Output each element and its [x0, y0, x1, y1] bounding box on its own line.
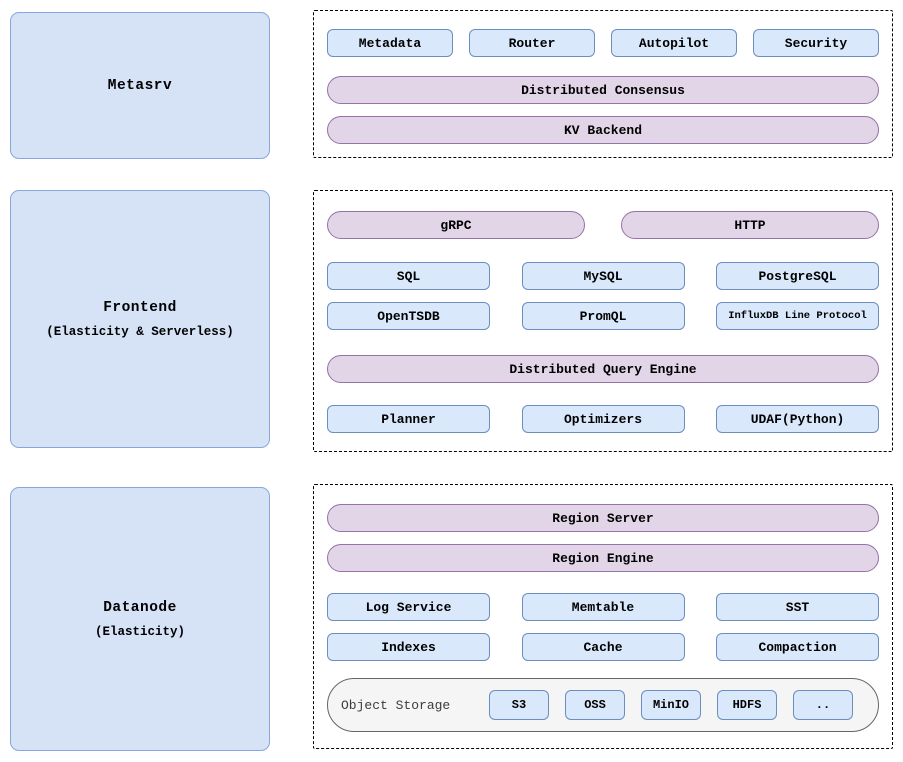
- object-storage-providers: S3 OSS MinIO HDFS ..: [489, 690, 853, 720]
- frontend-query-row-2: OpenTSDB PromQL InfluxDB Line Protocol: [327, 302, 879, 330]
- datanode-panel: Region Server Region Engine Log Service …: [313, 484, 893, 749]
- node-cache: Cache: [521, 633, 685, 661]
- node-log-service: Log Service: [327, 593, 490, 621]
- datanode-components-row-2: Indexes Cache Compaction: [327, 633, 879, 661]
- metasrv-title: Metasrv: [107, 77, 173, 94]
- node-autopilot: Autopilot: [611, 29, 737, 57]
- frontend-engine-parts-row: Planner Optimizers UDAF(Python): [327, 405, 879, 433]
- layer-region-engine: Region Engine: [327, 544, 879, 572]
- node-hdfs: HDFS: [717, 690, 777, 720]
- metasrv-panel: Metadata Router Autopilot Security Distr…: [313, 10, 893, 158]
- node-influxdb-line-protocol: InfluxDB Line Protocol: [716, 302, 879, 330]
- node-security: Security: [753, 29, 879, 57]
- node-optimizers: Optimizers: [521, 405, 685, 433]
- node-s3: S3: [489, 690, 549, 720]
- node-postgresql: PostgreSQL: [716, 262, 879, 290]
- node-oss: OSS: [565, 690, 625, 720]
- node-compaction: Compaction: [716, 633, 879, 661]
- metasrv-services-row: Metadata Router Autopilot Security: [327, 29, 879, 57]
- node-memtable: Memtable: [521, 593, 685, 621]
- frontend-title: Frontend: [103, 299, 177, 316]
- layer-grpc: gRPC: [327, 211, 585, 239]
- datanode-subtitle: (Elasticity): [94, 624, 185, 639]
- layer-region-server: Region Server: [327, 504, 879, 532]
- object-storage-label: Object Storage: [341, 697, 451, 713]
- datanode-label-box: Datanode (Elasticity): [10, 487, 270, 751]
- node-router: Router: [469, 29, 595, 57]
- frontend-query-row-1: SQL MySQL PostgreSQL: [327, 262, 879, 290]
- datanode-title: Datanode: [103, 599, 177, 616]
- layer-http: HTTP: [621, 211, 879, 239]
- node-udaf-python: UDAF(Python): [716, 405, 879, 433]
- node-minio: MinIO: [641, 690, 701, 720]
- layer-distributed-consensus: Distributed Consensus: [327, 76, 879, 104]
- node-promql: PromQL: [521, 302, 685, 330]
- datanode-components-row-1: Log Service Memtable SST: [327, 593, 879, 621]
- node-opentsdb: OpenTSDB: [327, 302, 490, 330]
- frontend-label-box: Frontend (Elasticity & Serverless): [10, 190, 270, 448]
- node-planner: Planner: [327, 405, 490, 433]
- node-sst: SST: [716, 593, 879, 621]
- frontend-protocols-row: gRPC HTTP: [327, 211, 879, 239]
- node-metadata: Metadata: [327, 29, 453, 57]
- node-sql: SQL: [327, 262, 490, 290]
- layer-kv-backend: KV Backend: [327, 116, 879, 144]
- node-other-storage: ..: [793, 690, 853, 720]
- node-mysql: MySQL: [521, 262, 685, 290]
- layer-distributed-query-engine: Distributed Query Engine: [327, 355, 879, 383]
- frontend-subtitle: (Elasticity & Serverless): [46, 324, 234, 339]
- metasrv-label-box: Metasrv: [10, 12, 270, 159]
- frontend-panel: gRPC HTTP SQL MySQL PostgreSQL OpenTSDB …: [313, 190, 893, 452]
- node-indexes: Indexes: [327, 633, 490, 661]
- object-storage-container: Object Storage S3 OSS MinIO HDFS ..: [327, 678, 879, 732]
